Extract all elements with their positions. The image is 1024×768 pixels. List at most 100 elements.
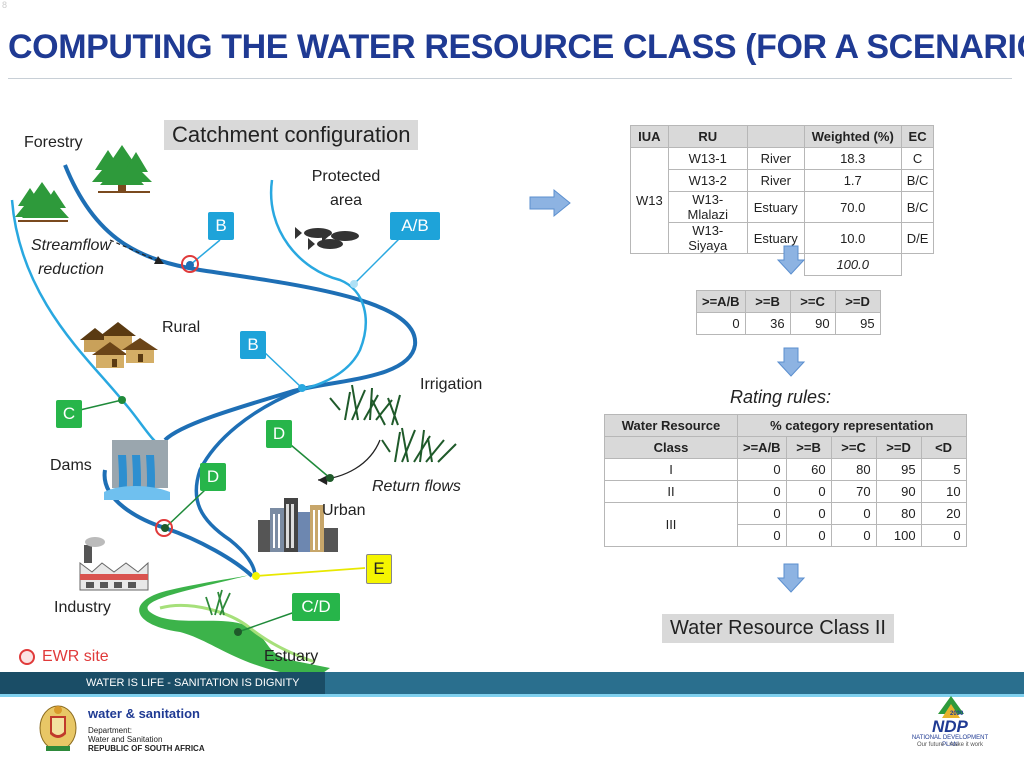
cumulative-header: >=B [744,290,791,313]
fish-icon [295,227,359,250]
dam-icon [104,440,170,500]
page-title: COMPUTING THE WATER RESOURCE CLASS (FOR … [8,28,1024,66]
rule-cell: 95 [875,458,922,481]
class-cell: I [604,458,738,481]
ru-header: RU [667,125,748,148]
table-row: 0 36 90 95 [696,312,881,335]
class-box-cd: C/D [292,593,340,621]
table-row: 0 0 0 100 0 [605,524,967,547]
title-divider [8,78,1012,79]
weighted-cell: 70.0 [803,191,902,223]
irrigation-river [194,388,301,577]
rule-cell: 70 [830,480,877,503]
rule-cell: 0 [737,458,787,481]
rating-rules-label: Rating rules: [730,387,832,407]
type-cell: River [746,147,805,170]
down-arrow-icon [776,245,806,275]
rule-cell: 10 [920,480,967,503]
irrigation-crops-icon [329,384,457,463]
category-subheader: >=D [875,436,922,459]
streamflow-reduction-label-2: reduction [38,261,104,278]
class-box-c: C [56,400,82,428]
iua-weighting-table: IUA RU Weighted (%) EC W13 W13-1 River 1… [630,125,935,276]
streamflow-reduction-label-1: Streamflow [30,237,112,254]
class-box-d-dams: D [200,463,226,491]
forestry-trees-icon [15,145,152,222]
weighted-header: Weighted (%) [803,125,902,148]
forestry-label: Forestry [24,134,83,151]
category-representation-header: % category representation [737,414,967,437]
type-header [746,125,805,148]
class-box-ab: A/B [390,212,440,240]
table-row: W13-Siyaya Estuary 10.0 D/E [631,222,935,254]
ewr-site-marker-1 [181,255,199,273]
cumulative-category-table: >=A/B >=B >=C >=D 0 36 90 95 [696,290,881,335]
coat-of-arms-logo [39,705,77,751]
table-row: II 0 0 70 90 10 [604,480,967,503]
rule-cell: 0 [920,524,967,547]
category-subheader: >=B [785,436,832,459]
ru-cell: W13-Siyaya [667,222,748,254]
slide-number: 8 [2,0,8,10]
rural-huts-icon [80,322,158,368]
table-row: W13-Mlalazi Estuary 70.0 B/C [631,191,935,223]
category-subheader: >=A/B [737,436,787,459]
rating-header-row: Water Resource % category representation [604,414,967,437]
rule-cell: 0 [737,502,787,525]
estuary-label: Estuary [264,648,319,665]
down-arrow-icon [776,347,806,377]
iua-header: IUA [630,125,669,148]
department-line-3: REPUBLIC OF SOUTH AFRICA [88,744,205,753]
category-subheader: <D [920,436,967,459]
rule-cell: 20 [920,502,967,525]
ewr-site-legend-label: EWR site [42,648,109,665]
footer-slogan: WATER IS LIFE - SANITATION IS DIGNITY [0,672,325,694]
rule-cell: 0 [785,502,832,525]
rule-cell: 0 [830,524,877,547]
class-cell: II [604,480,738,503]
ec-cell: B/C [900,169,935,192]
rule-cell: 60 [785,458,832,481]
ru-cell: W13-Mlalazi [667,191,748,223]
ndp-text: NDP [932,717,968,736]
protected-area-label-2: area [329,192,363,209]
cumulative-cell: 36 [744,312,791,335]
protected-area-label-1: Protected [311,168,381,185]
weighted-cell: 10.0 [803,222,902,254]
table-row: W13-2 River 1.7 B/C [631,169,935,192]
department-line-1: Department: [88,726,133,735]
protected-tributary [269,179,367,392]
catchment-diagram [10,145,457,675]
class-header: Class [604,436,738,459]
class-cell: III [604,502,738,547]
ndp-year: 2030 [950,711,964,717]
ec-cell: D/E [900,222,935,254]
cumulative-header: >=D [834,290,881,313]
urban-buildings-icon [258,498,338,552]
rule-cell: 80 [830,458,877,481]
rule-cell: 80 [875,502,922,525]
class-box-b-upper: B [208,212,234,240]
water-resource-class-result: Water Resource Class II [662,614,894,643]
table-row: I 0 60 80 95 5 [604,458,967,481]
table-row: III 0 0 0 80 20 [604,502,967,547]
main-river [63,164,418,442]
iua-cell: W13 [630,147,669,254]
cumulative-header-row: >=A/B >=B >=C >=D [696,290,881,313]
type-cell: River [746,169,805,192]
ec-header: EC [900,125,935,148]
table-row: W13 W13-1 River 18.3 C [630,147,935,254]
department-line-2: Water and Sanitation [88,735,163,744]
type-cell: Estuary [746,191,805,223]
footer-divider [0,694,1024,697]
ewr-site-marker-2 [155,519,173,537]
category-subheader: >=C [830,436,877,459]
industry-factory-icon [79,537,149,591]
rule-cell: 0 [785,524,832,547]
rule-cell: 5 [920,458,967,481]
rating-rules-table: Water Resource % category representation… [604,414,967,547]
ec-cell: B/C [900,191,935,223]
class-box-d-irrigation: D [266,420,292,448]
class-box-b-middle: B [240,331,266,359]
iua-table-header-row: IUA RU Weighted (%) EC [630,125,935,148]
